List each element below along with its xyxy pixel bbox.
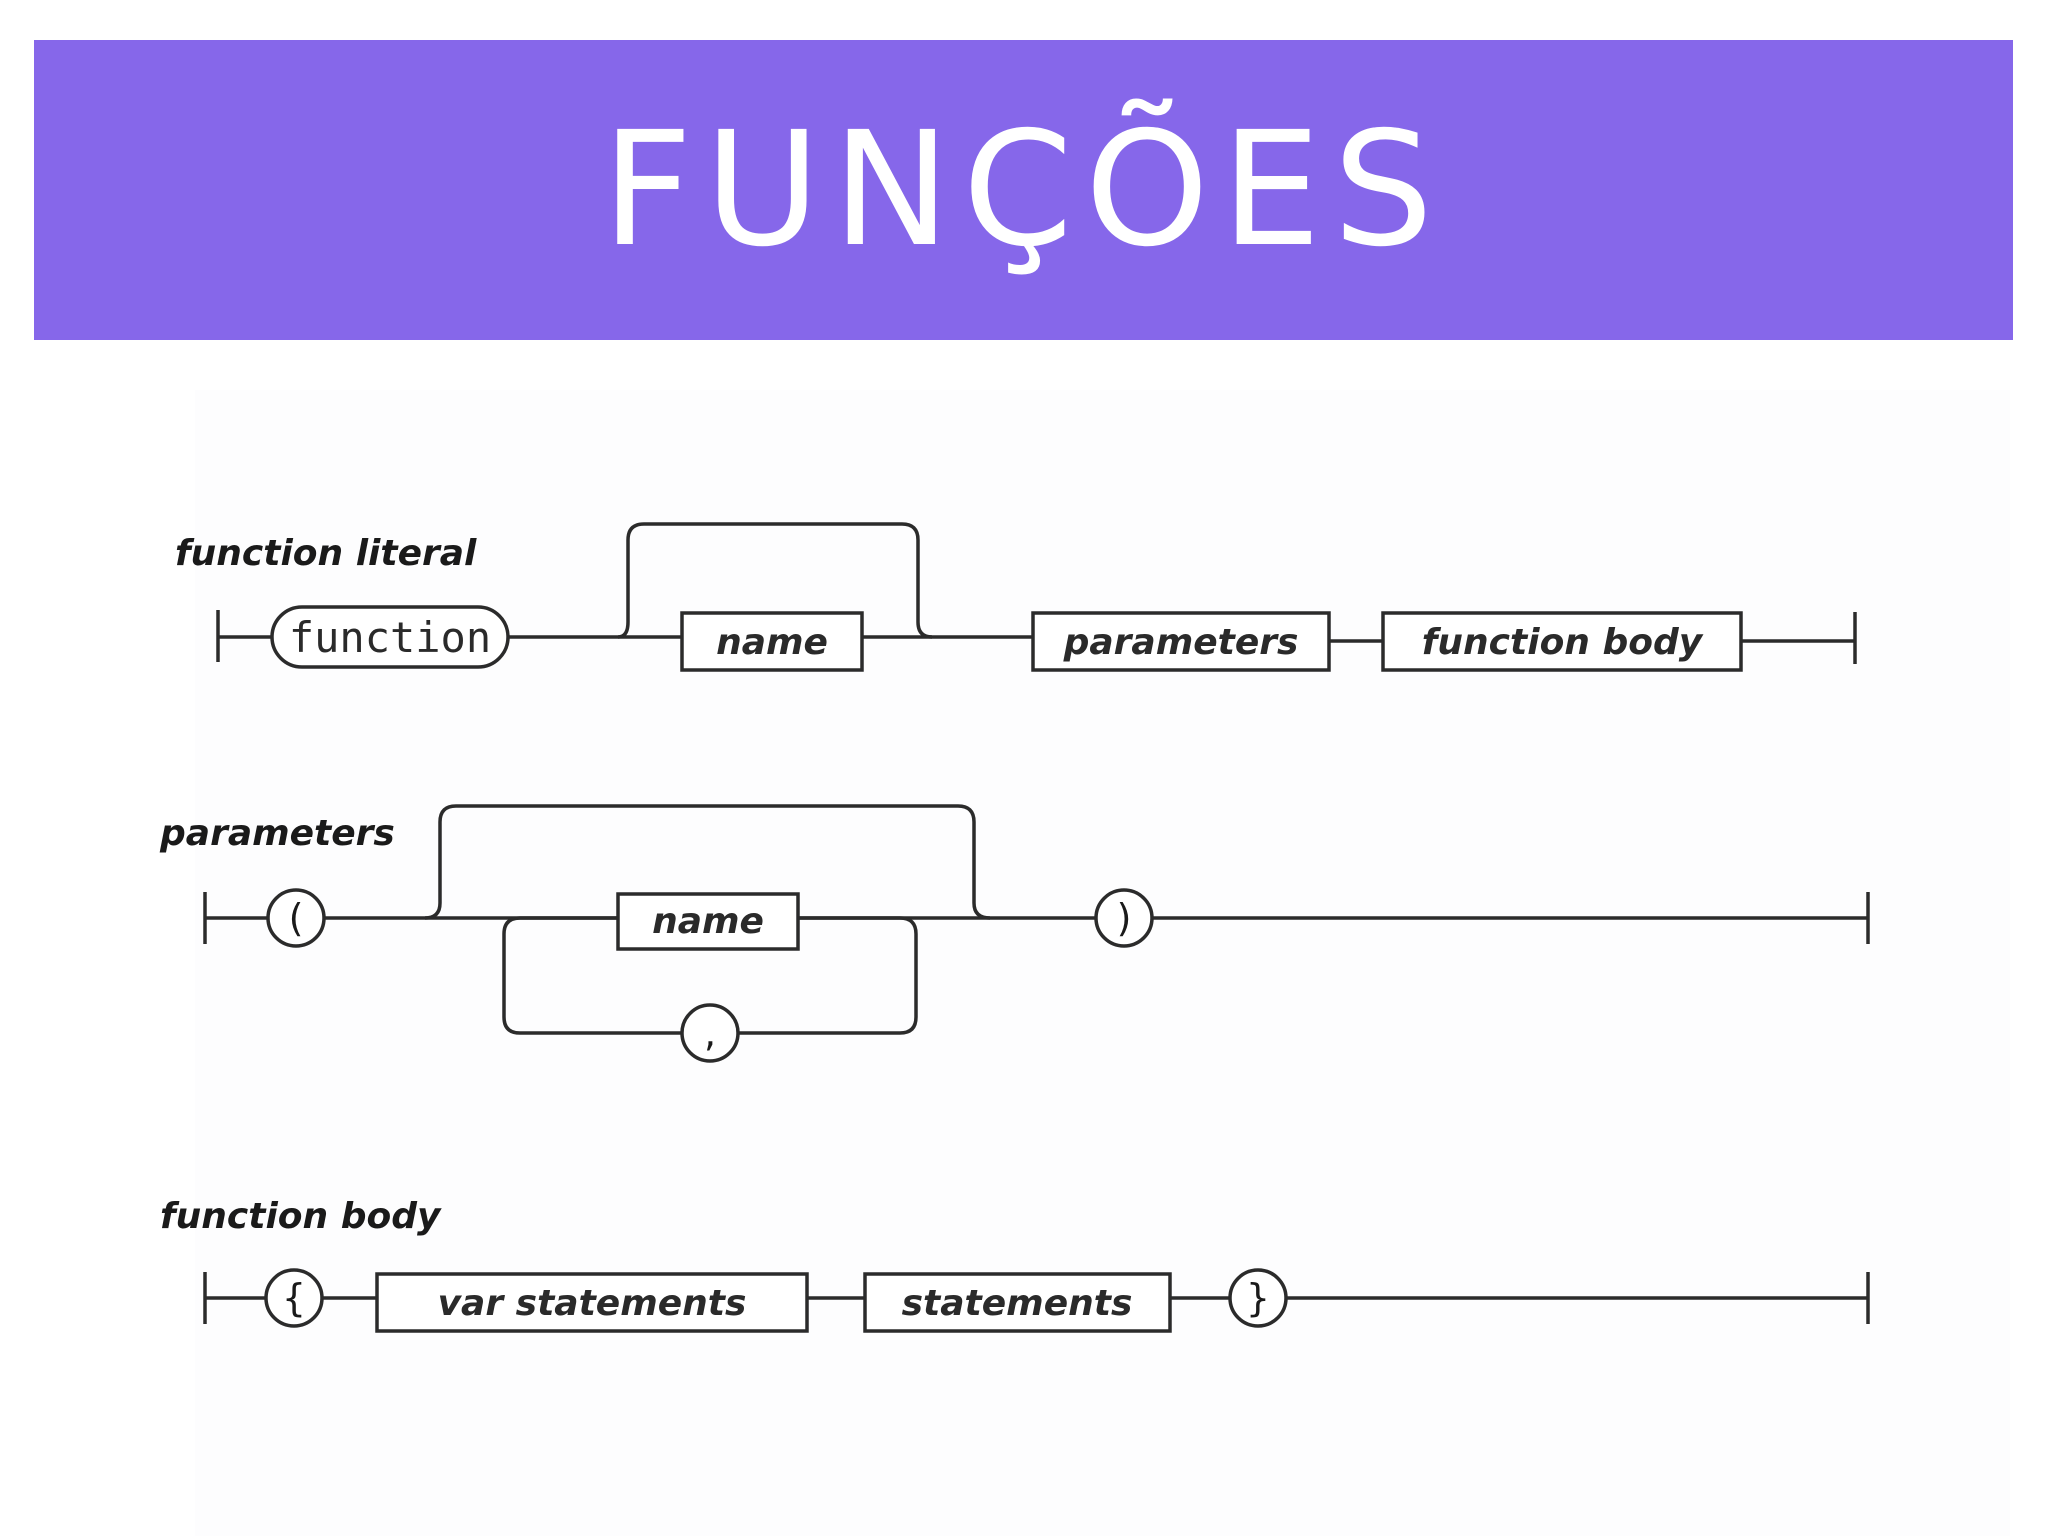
parameters-label: parameters — [159, 813, 395, 854]
param-name-box-label: name — [652, 901, 764, 942]
name-box-label: name — [716, 622, 828, 663]
open-paren-text: ( — [289, 896, 304, 940]
repeat-loop-left — [502, 916, 682, 1035]
repeat-loop-right — [738, 916, 918, 1035]
parameters-diagram: parameters ( name , ) — [159, 804, 1870, 1063]
function-literal-label: function literal — [175, 533, 477, 574]
function-body-label: function body — [160, 1196, 442, 1237]
statements-box — [863, 1272, 1172, 1333]
parameters-box — [1031, 611, 1331, 672]
name-bypass-loop — [617, 522, 933, 639]
open-brace-text: { — [282, 1276, 306, 1320]
var-statements-box-label: var statements — [438, 1283, 747, 1324]
diagram-background — [195, 390, 2010, 1536]
comma-terminal — [680, 1003, 740, 1063]
parameters-box-label: parameters — [1063, 622, 1299, 663]
param-name-box — [616, 892, 800, 951]
var-statements-box — [375, 1272, 809, 1333]
comma-text: , — [704, 1011, 716, 1055]
function-body-box — [1381, 611, 1743, 672]
title-bar: FUNÇÕES — [34, 40, 2013, 340]
empty-params-bypass-loop — [424, 804, 991, 920]
name-box — [680, 611, 864, 672]
function-literal-diagram: function literal function name parameter… — [175, 522, 1857, 672]
statements-box-label: statements — [902, 1283, 1133, 1324]
close-paren-text: ) — [1117, 896, 1132, 940]
close-brace-text: } — [1246, 1276, 1270, 1320]
function-body-box-label: function body — [1422, 622, 1704, 663]
page-title: FUNÇÕES — [601, 98, 1446, 282]
function-keyword-text: function — [289, 613, 491, 662]
function-body-diagram: function body { var statements statement… — [160, 1196, 1870, 1333]
